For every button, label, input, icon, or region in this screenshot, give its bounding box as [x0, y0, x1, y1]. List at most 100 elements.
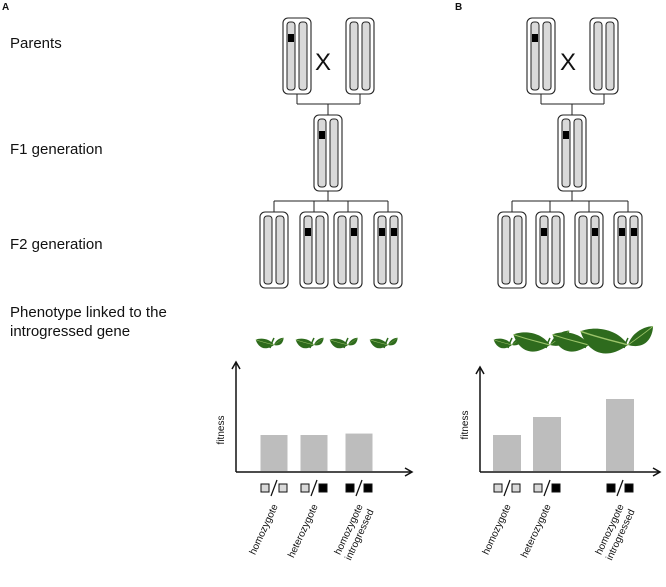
row-label-phenotype-line1: Phenotype linked to the [10, 304, 167, 321]
chromosome [578, 215, 588, 285]
chart-a-bar [260, 435, 288, 471]
chromosome [389, 215, 399, 285]
category-label-line: heterozygote [519, 502, 554, 559]
genotype-slash [310, 479, 318, 497]
chromosome [329, 118, 339, 188]
seedling-icon-b [579, 320, 656, 360]
chart-a-category-label: heterozygote [286, 502, 321, 559]
genotype-symbol-b [606, 479, 634, 497]
genotype-symbol-a [260, 479, 288, 497]
chart-b-yaxis-arrow [475, 365, 485, 375]
chromosome [530, 21, 540, 91]
leaf [273, 337, 285, 347]
panel-letter-a: A [2, 2, 9, 13]
leaf [369, 335, 389, 351]
chromosome [561, 118, 571, 188]
genotype-square [624, 483, 634, 493]
leaf [329, 335, 349, 351]
f1-pair-b [557, 114, 587, 192]
leaf [347, 337, 359, 347]
category-label-line: heterozygote [286, 502, 321, 559]
introgression-marker [541, 228, 547, 236]
genotype-slash [616, 479, 624, 497]
chart-b-category-label: homozygoteintrogressed [593, 502, 637, 562]
chromosome [542, 21, 552, 91]
chromosome [539, 215, 549, 285]
chromosome [315, 215, 325, 285]
parent-pair-right-b [589, 17, 619, 95]
chromosome [605, 21, 615, 91]
genotype-square [260, 483, 270, 493]
chromosome [501, 215, 511, 285]
row-label-f1: F1 generation [10, 141, 103, 158]
genotype-symbol-a [300, 479, 328, 497]
introgression-marker [351, 228, 357, 236]
cross-symbol-a: X [315, 49, 331, 76]
parent-pair-left-a [282, 17, 312, 95]
leaf [493, 335, 513, 351]
seedling-icon-a [295, 335, 325, 351]
genotype-slash [503, 479, 511, 497]
genotype-square [551, 483, 561, 493]
chromosome [298, 21, 308, 91]
chart-a-xaxis-arrow [404, 467, 414, 477]
genotype-square [511, 483, 521, 493]
chromosome [573, 118, 583, 188]
genotype-square [300, 483, 310, 493]
introgression-marker [391, 228, 397, 236]
introgression-marker [532, 34, 538, 42]
chart-b-category-label: homozygote [481, 502, 514, 556]
f2-pair-a [373, 211, 403, 289]
chromosome [303, 215, 313, 285]
f2-pair-a [259, 211, 289, 289]
f2-pair-a [333, 211, 363, 289]
chart-a-bar [300, 435, 328, 471]
genotype-square [363, 483, 373, 493]
introgression-marker [592, 228, 598, 236]
chart-a-ylabel: fitness [216, 416, 227, 445]
introgression-marker [631, 228, 637, 236]
leaf [625, 325, 656, 349]
f1-pair-a [313, 114, 343, 192]
f2-pair-a [299, 211, 329, 289]
introgression-marker [619, 228, 625, 236]
genotype-slash [355, 479, 363, 497]
chromosome [275, 215, 285, 285]
chromosome [349, 21, 359, 91]
cross-symbol-b: X [560, 49, 576, 76]
f2-pair-b [574, 211, 604, 289]
seedling-icon-a [255, 335, 285, 351]
genotype-square [606, 483, 616, 493]
genotype-square [493, 483, 503, 493]
f2-pair-b [497, 211, 527, 289]
chart-b-bar [493, 435, 521, 471]
chart-b-xaxis-arrow [652, 467, 662, 477]
parent-pair-right-a [345, 17, 375, 95]
leaf [295, 335, 315, 351]
chromosome [513, 215, 523, 285]
seedling-icon-b [493, 335, 523, 351]
f2-pair-b [613, 211, 643, 289]
leaf [255, 335, 275, 351]
genotype-symbol-b [493, 479, 521, 497]
genotype-symbol-b [533, 479, 561, 497]
chromosome [629, 215, 639, 285]
chromosome [263, 215, 273, 285]
genotype-square [345, 483, 355, 493]
chromosome [286, 21, 296, 91]
chart-a-category-label: homozygoteintrogressed [332, 502, 376, 562]
chromosome [617, 215, 627, 285]
introgression-marker [379, 228, 385, 236]
chromosome [317, 118, 327, 188]
leaf [512, 326, 552, 357]
genotype-square [278, 483, 288, 493]
panel-letter-b: B [455, 2, 462, 13]
introgression-marker [305, 228, 311, 236]
chart-a-yaxis-arrow [231, 360, 241, 370]
leaf [579, 320, 630, 360]
leaf [313, 337, 325, 347]
chart-b-bar [533, 417, 561, 471]
category-label-line: homozygote [248, 502, 281, 556]
